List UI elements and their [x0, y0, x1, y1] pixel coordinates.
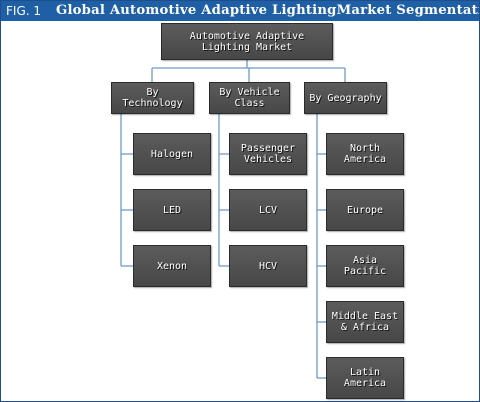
segment-xenon-label: Xenon — [156, 260, 188, 272]
segment-north-america: North America — [326, 133, 404, 175]
figure-number: FIG. 1 — [6, 4, 42, 18]
segment-asia-pacific-label: Asia Pacific — [343, 255, 387, 277]
segment-halogen-label: Halogen — [150, 148, 194, 160]
segment-passenger-vehicles-label: Passenger Vehicles — [240, 143, 296, 165]
category-technology: By Technology — [111, 82, 194, 114]
figure-title: Global Automotive Adaptive LightingMarke… — [56, 3, 480, 18]
segment-lcv-label: LCV — [258, 204, 278, 216]
category-vehicle-class-label: By Vehicle Class — [219, 87, 280, 109]
segment-lcv: LCV — [229, 189, 307, 231]
segment-europe-label: Europe — [346, 204, 384, 216]
root-node: Automotive Adaptive Lighting Market — [161, 23, 333, 60]
segment-latin-america: Latin America — [326, 357, 404, 399]
segment-middle-east-africa-label: Middle East & Africa — [331, 311, 399, 333]
category-vehicle-class: By Vehicle Class — [209, 82, 290, 114]
segment-europe: Europe — [326, 189, 404, 231]
category-technology-label: By Technology — [122, 87, 183, 109]
category-geography-label: By Geography — [309, 92, 382, 104]
segment-north-america-label: North America — [343, 143, 387, 165]
segment-passenger-vehicles: Passenger Vehicles — [229, 133, 307, 175]
segment-middle-east-africa: Middle East & Africa — [326, 301, 404, 343]
segment-xenon: Xenon — [133, 245, 211, 287]
segment-led: LED — [133, 189, 211, 231]
segment-latin-america-label: Latin America — [343, 367, 387, 389]
segment-halogen: Halogen — [133, 133, 211, 175]
category-geography: By Geography — [304, 82, 387, 114]
figure-header: FIG. 1 Global Automotive Adaptive Lighti… — [1, 1, 479, 21]
segment-hcv: HCV — [229, 245, 307, 287]
segment-asia-pacific: Asia Pacific — [326, 245, 404, 287]
segment-led-label: LED — [162, 204, 182, 216]
root-node-label: Automotive Adaptive Lighting Market — [189, 30, 305, 53]
segment-hcv-label: HCV — [258, 260, 278, 272]
